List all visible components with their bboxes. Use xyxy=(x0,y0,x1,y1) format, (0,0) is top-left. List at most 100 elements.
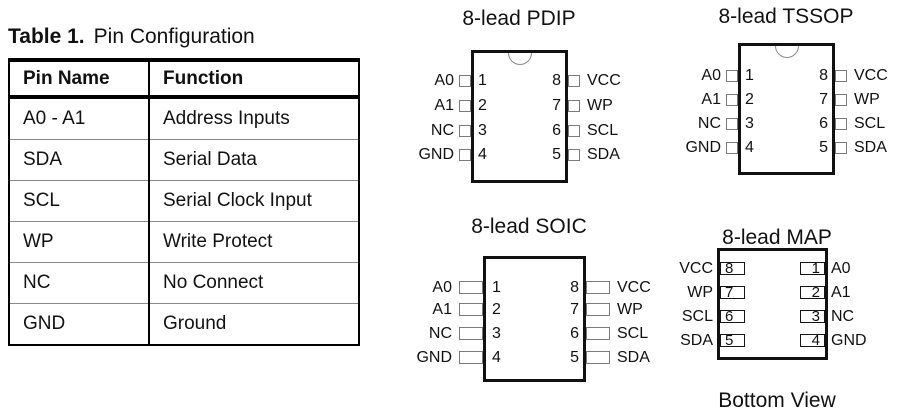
table-number-label: Table 1. xyxy=(8,25,85,48)
tssop-pin-label-scl: SCL xyxy=(854,115,886,132)
soic-pin6-stub xyxy=(586,327,610,340)
col-header-function: Function xyxy=(149,58,359,99)
pdip-pin4-stub xyxy=(459,149,471,161)
map-pin-label-wp: WP xyxy=(687,284,713,301)
function-cell: Ground xyxy=(149,303,359,346)
pdip-pin2-number: 2 xyxy=(478,97,487,114)
soic-diagram: 8-lead SOIC A0 A1 NC GND 1 2 3 4 8 7 6 5… xyxy=(408,210,663,410)
soic-pin-label-nc: NC xyxy=(428,325,452,342)
soic-pin2-stub xyxy=(459,303,483,316)
function-cell: Address Inputs xyxy=(149,97,359,140)
map-pin4-pad: 4 xyxy=(800,333,825,348)
pdip-diagram: 8-lead PDIP A0 A1 NC GND 1 2 3 4 8 7 6 5… xyxy=(408,8,658,205)
pdip-pin-label-nc: NC xyxy=(430,122,454,139)
soic-pin7-number: 7 xyxy=(570,301,579,318)
map-pin6-pad: 6 xyxy=(720,309,745,324)
tssop-pin3-stub xyxy=(726,118,738,130)
pdip-pin-label-a0: A0 xyxy=(434,72,454,89)
pdip-pin-label-a1: A1 xyxy=(434,97,454,114)
soic-pin-label-gnd: GND xyxy=(416,349,452,366)
pdip-pin1-number: 1 xyxy=(478,72,487,89)
map-pin-label-sda: SDA xyxy=(680,332,713,349)
tssop-pin5-number: 5 xyxy=(819,139,828,156)
pdip-pin6-number: 6 xyxy=(552,122,561,139)
pdip-pin-label-scl: SCL xyxy=(587,122,619,139)
map-pin-label-scl: SCL xyxy=(681,308,713,325)
pdip-pin1-stub xyxy=(459,75,471,87)
pdip-pin8-stub xyxy=(568,75,580,87)
table-caption: Pin Configuration xyxy=(93,25,255,48)
pin-name-cell: WP xyxy=(9,221,150,263)
soic-pin6-number: 6 xyxy=(570,325,579,342)
table-header-row: Pin Name Function xyxy=(9,58,359,99)
soic-title: 8-lead SOIC xyxy=(471,215,587,238)
tssop-pin-label-nc: NC xyxy=(697,115,721,132)
pin-name-cell: SCL xyxy=(9,180,150,222)
pdip-pin5-stub xyxy=(568,149,580,161)
pin-name-cell: SDA xyxy=(9,139,150,181)
tssop-pin-label-a0: A0 xyxy=(701,67,721,84)
soic-pin7-stub xyxy=(586,303,610,316)
function-cell: No Connect xyxy=(149,262,359,304)
pdip-pin-label-wp: WP xyxy=(587,97,613,114)
soic-pin5-number: 5 xyxy=(570,349,579,366)
soic-pin-label-a1: A1 xyxy=(432,301,452,318)
pdip-pin-label-gnd: GND xyxy=(418,146,454,163)
pdip-pin-label-sda: SDA xyxy=(587,146,620,163)
tssop-pin5-stub xyxy=(835,142,847,154)
soic-pin8-number: 8 xyxy=(570,279,579,296)
soic-body xyxy=(483,256,586,382)
pin-name-cell: NC xyxy=(9,262,150,304)
tssop-diagram: 8-lead TSSOP A0 A1 NC GND 1 2 3 4 8 7 6 … xyxy=(675,0,890,195)
function-cell: Serial Clock Input xyxy=(149,180,359,222)
tssop-pin1-number: 1 xyxy=(745,67,754,84)
table-row: A0 - A1 Address Inputs xyxy=(9,97,359,140)
pdip-pin4-number: 4 xyxy=(478,146,487,163)
soic-pin1-number: 1 xyxy=(492,279,501,296)
pdip-notch xyxy=(507,53,532,65)
pdip-pin6-stub xyxy=(568,125,580,137)
pdip-pin2-stub xyxy=(459,100,471,112)
soic-pin-label-vcc: VCC xyxy=(617,279,651,296)
map-pin3-pad: 3 xyxy=(800,309,825,324)
pdip-pin-label-vcc: VCC xyxy=(587,72,621,89)
tssop-pin2-stub xyxy=(726,94,738,106)
tssop-pin4-number: 4 xyxy=(745,139,754,156)
pdip-pin7-number: 7 xyxy=(552,97,561,114)
table-row: NC No Connect xyxy=(9,262,359,304)
table-row: SDA Serial Data xyxy=(9,139,359,181)
map-pin8-pad: 8 xyxy=(720,261,745,276)
soic-pin4-number: 4 xyxy=(492,349,501,366)
soic-pin3-number: 3 xyxy=(492,325,501,342)
pdip-pin8-number: 8 xyxy=(552,72,561,89)
tssop-pin1-stub xyxy=(726,70,738,82)
soic-pin1-stub xyxy=(459,281,483,294)
tssop-pin-label-wp: WP xyxy=(854,91,880,108)
map-pin7-pad: 7 xyxy=(720,285,745,300)
pdip-pin7-stub xyxy=(568,100,580,112)
soic-pin5-stub xyxy=(586,351,610,364)
map-pin2-pad: 2 xyxy=(800,285,825,300)
tssop-pin-label-gnd: GND xyxy=(685,139,721,156)
function-cell: Serial Data xyxy=(149,139,359,181)
soic-pin8-stub xyxy=(586,281,610,294)
tssop-body xyxy=(738,43,835,175)
tssop-pin6-stub xyxy=(835,118,847,130)
soic-pin-label-a0: A0 xyxy=(432,279,452,296)
map-pin-label-a0: A0 xyxy=(831,260,851,277)
tssop-notch xyxy=(774,46,799,58)
soic-pin-label-sda: SDA xyxy=(617,349,650,366)
soic-pin-label-wp: WP xyxy=(617,301,643,318)
table-row: GND Ground xyxy=(9,303,359,346)
table-row: WP Write Protect xyxy=(9,221,359,263)
pin-name-cell: A0 - A1 xyxy=(9,97,150,140)
map-pin-label-vcc: VCC xyxy=(679,260,713,277)
tssop-pin7-number: 7 xyxy=(819,91,828,108)
tssop-pin-label-vcc: VCC xyxy=(854,67,888,84)
soic-pin-label-scl: SCL xyxy=(617,325,649,342)
pdip-title: 8-lead PDIP xyxy=(462,7,576,30)
tssop-pin7-stub xyxy=(835,94,847,106)
col-header-pin-name: Pin Name xyxy=(9,58,150,99)
map-bottom-view-caption: Bottom View xyxy=(718,389,836,412)
